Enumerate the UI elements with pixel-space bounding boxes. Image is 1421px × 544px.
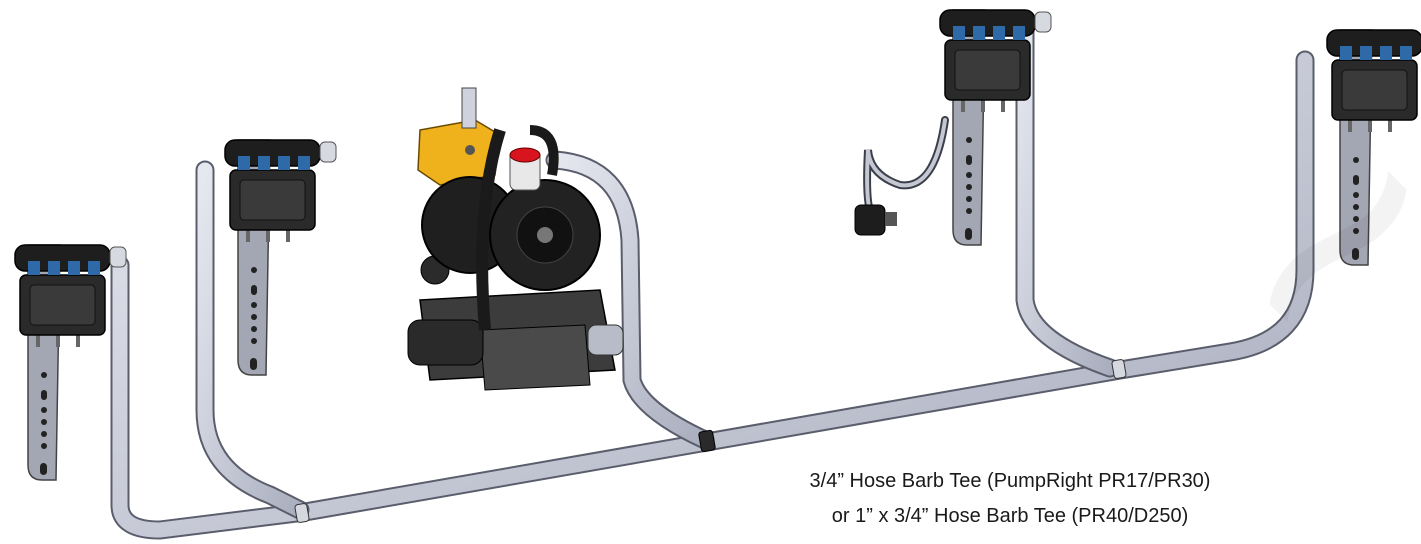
caption-line-2: or 1” x 3/4” Hose Barb Tee (PR40/D250) (831, 505, 1189, 527)
caption-line-1: 3/4” Hose Barb Tee (PumpRight PR17/PR30) (809, 470, 1211, 492)
boom-pipe (110, 15, 1315, 540)
valve-assembly-icon (14, 9, 1421, 481)
tee-fitting-icon (294, 359, 1127, 523)
control-valve-icon (854, 204, 897, 236)
pump-icon (407, 87, 624, 391)
